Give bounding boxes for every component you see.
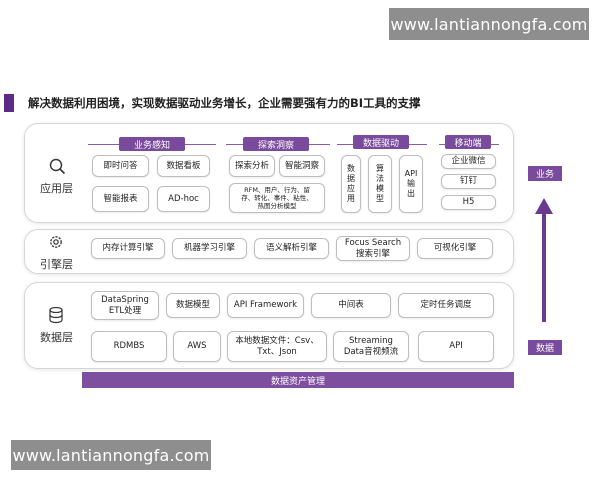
business-tag: 业务 — [528, 166, 562, 181]
memory-engine-box: 内存计算引擎 — [91, 238, 165, 259]
up-arrow-icon — [535, 198, 553, 214]
title-accent-bar — [4, 94, 14, 112]
up-arrow-shaft — [542, 210, 546, 322]
local-files-box: 本地数据文件：Csv、 Txt、Json — [227, 331, 327, 362]
data-tag: 数据 — [528, 340, 562, 355]
api-output-box: API 输 出 — [399, 155, 423, 213]
aws-box: AWS — [173, 331, 221, 362]
api-box: API — [418, 331, 494, 362]
adhoc-box: AD-hoc — [157, 186, 210, 212]
app-layer-label: 应用层 — [40, 182, 73, 195]
smart-report-box: 智能报表 — [92, 186, 149, 212]
data-application-box: 数 据 应 用 — [341, 155, 361, 213]
mobile-header: 移动端 — [445, 135, 491, 149]
explore-header: 探索洞察 — [243, 137, 309, 151]
data-asset-management-bar: 数据资产管理 — [82, 372, 514, 388]
api-framework-box: API Framework — [227, 293, 304, 318]
page-title: 解决数据利用困境，实现数据驱动业务增长，企业需要强有力的BI工具的支撑 — [28, 96, 421, 110]
database-icon — [49, 306, 63, 324]
data-model-box: 数据模型 — [166, 293, 220, 318]
gear-icon — [50, 236, 62, 248]
semantic-engine-box: 语义解析引擎 — [254, 238, 329, 259]
driven-header: 数据驱动 — [353, 135, 409, 149]
streaming-data-box: Streaming Data音视频流 — [333, 331, 409, 362]
explore-analysis-box: 探索分析 — [229, 155, 275, 177]
watermark-top: www.lantiannongfa.com — [389, 8, 589, 40]
algorithm-model-box: 算 法 模 型 — [368, 155, 392, 213]
watermark-bottom: www.lantiannongfa.com — [11, 440, 211, 470]
engine-layer-label: 引擎层 — [40, 258, 73, 271]
dashboard-box: 数据看板 — [157, 155, 210, 177]
dataspring-etl-box: DataSpring ETL处理 — [91, 291, 159, 320]
intermediate-table-box: 中间表 — [311, 293, 391, 318]
analysis-models-box: RFM、用户、行为、留 存、转化、事件、粘性、 热图分析模型 — [229, 183, 325, 213]
dingtalk-box: 钉钉 — [441, 174, 496, 189]
search-icon — [49, 158, 65, 174]
h5-box: H5 — [441, 195, 496, 210]
data-layer-label: 数据层 — [40, 331, 73, 344]
rdbms-box: RDMBS — [91, 331, 167, 362]
focus-search-box: Focus Search 搜索引擎 — [336, 236, 410, 261]
perception-header: 业务感知 — [119, 137, 185, 151]
scheduled-task-box: 定时任务调度 — [398, 293, 494, 318]
instant-qa-box: 即时问答 — [92, 155, 149, 177]
ml-engine-box: 机器学习引擎 — [172, 238, 247, 259]
smart-insight-box: 智能洞察 — [279, 155, 325, 177]
visualization-engine-box: 可视化引擎 — [417, 238, 493, 259]
wecom-box: 企业微信 — [441, 154, 496, 169]
